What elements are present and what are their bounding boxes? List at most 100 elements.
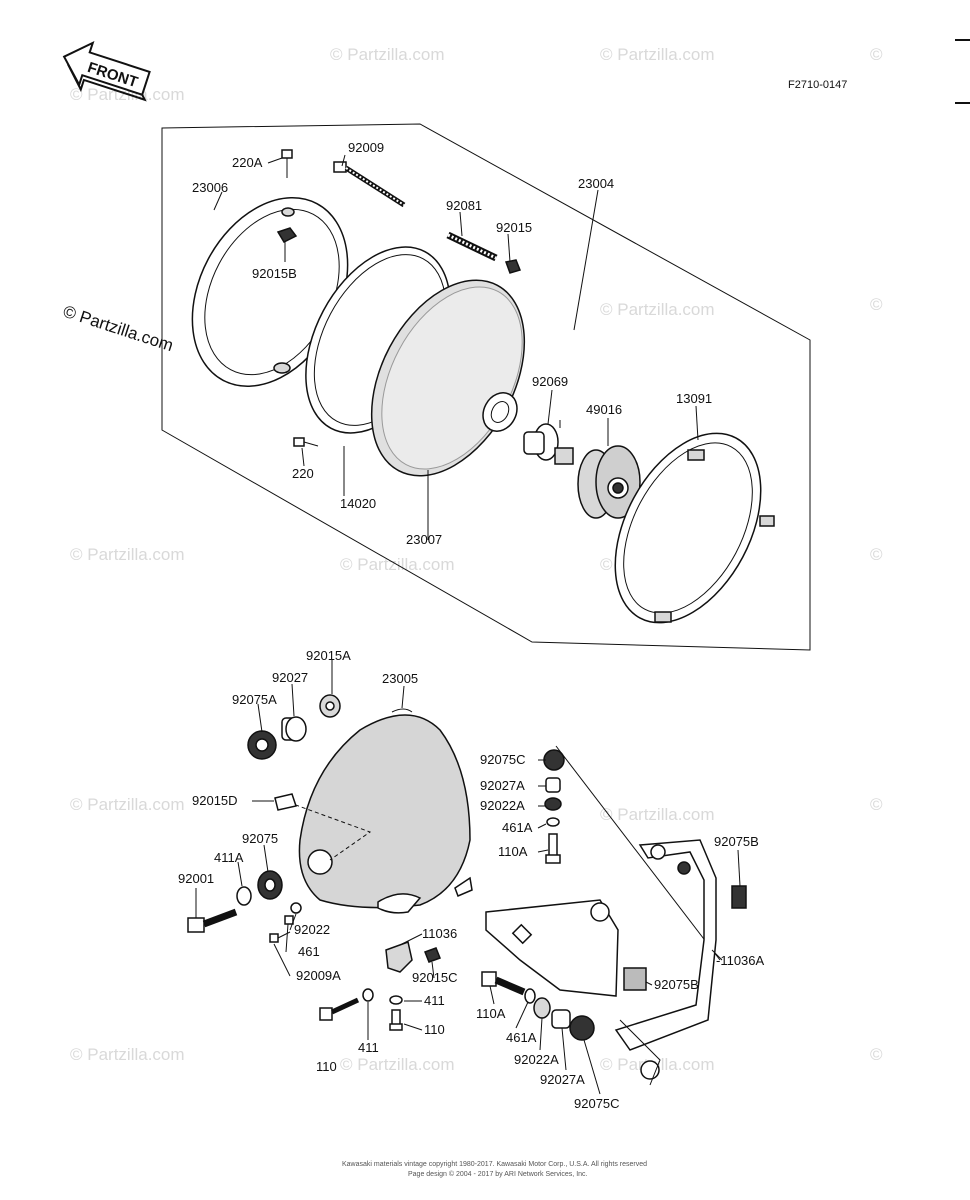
part-label: 92022 [294, 922, 330, 937]
bulb-92069 [523, 420, 574, 465]
guide-line [555, 745, 721, 961]
part-label: 92081 [446, 198, 482, 213]
part-label: 92009A [296, 968, 341, 983]
boot-49016 [577, 445, 641, 519]
bolt-110 [389, 1009, 403, 1031]
part-label: 92015D [192, 793, 238, 808]
part-label: 461A [506, 1030, 537, 1045]
washer-92022a-b [533, 997, 551, 1019]
part-label: 23007 [406, 532, 442, 547]
part-label: 92009 [348, 140, 384, 155]
screw-461 [284, 915, 294, 925]
part-label: 92015 [496, 220, 532, 235]
watermark: © Partzilla.com [70, 545, 185, 564]
watermark: © Partzilla.com [70, 795, 185, 814]
pad-92075b [731, 885, 747, 909]
part-label: 92075C [480, 752, 526, 767]
watermark: © [870, 45, 883, 64]
part-label: 49016 [586, 402, 622, 417]
part-label: 92022A [514, 1052, 559, 1067]
grommet-92075a [247, 730, 277, 760]
part-label: 110A [498, 844, 528, 859]
part-label: 461A [502, 820, 533, 835]
part-label: 11036 [422, 926, 457, 941]
part-label: 92075A [232, 692, 277, 707]
part-label: 411A [214, 850, 244, 865]
watermark: © Partzilla.com [600, 300, 715, 319]
washer-461a-b [524, 988, 536, 1004]
part-labels: 92009 220A 23006 23004 92081 92015 92015… [178, 140, 765, 1111]
pad-92075b-b [623, 967, 647, 991]
footer-copyright: Kawasaki materials vintage copyright 198… [342, 1161, 647, 1168]
nut-92015a [319, 694, 341, 718]
part-label: 220A [232, 155, 263, 170]
part-label: 110A [476, 1006, 506, 1021]
headlight-housing-23005 [298, 708, 473, 914]
part-label: 92022A [480, 798, 525, 813]
nut-92015 [504, 259, 522, 274]
watermark: © Partzilla.com [70, 1045, 185, 1064]
screw-220 [293, 437, 319, 447]
part-label: 92015B [252, 266, 297, 281]
part-label: 110 [424, 1022, 445, 1037]
bolt-92001 [187, 908, 238, 933]
watermark: © Partzilla.com [600, 45, 715, 64]
washer-92022 [290, 902, 302, 914]
watermark-dark: © Partzilla.com [61, 302, 176, 355]
footer-design: Page design © 2004 - 2017 by ARI Network… [408, 1170, 588, 1178]
part-label: 92075B [654, 977, 699, 992]
headlight-lens-23007 [370, 279, 526, 477]
part-label: 92027 [272, 670, 308, 685]
bolt-92009 [333, 161, 406, 208]
watermark: © Partzilla.com [340, 1055, 455, 1074]
part-label: 23004 [578, 176, 614, 191]
watermark: © [870, 1045, 883, 1064]
watermark: © [870, 545, 883, 564]
mount-ring-13091 [614, 432, 775, 624]
spring-92081 [446, 231, 498, 262]
bolt-110-b [319, 997, 360, 1021]
part-label: 110 [316, 1059, 337, 1074]
bracket-11036 [385, 941, 413, 973]
washer-411-b [362, 988, 374, 1002]
part-label: 23006 [192, 180, 228, 195]
part-label: 92015C [412, 970, 458, 985]
leader-lines [195, 154, 741, 1095]
screw-92009a [269, 931, 291, 943]
part-label: 92001 [178, 871, 214, 886]
front-arrow-icon: FRONT [62, 40, 151, 102]
part-label: 23005 [382, 671, 418, 686]
part-label: 92015A [306, 648, 351, 663]
stay-11036a [614, 839, 717, 1086]
part-label: 13091 [676, 391, 712, 406]
bracket-plate [485, 899, 619, 997]
part-label: 92075B [714, 834, 759, 849]
watermark: © Partzilla.com [600, 805, 715, 824]
part-label: 92027A [540, 1072, 585, 1087]
nut-92015b [276, 227, 298, 243]
spacer-92027a-b [551, 1009, 571, 1029]
part-label: 411 [424, 993, 445, 1008]
watermark: © [870, 795, 883, 814]
part-label: 92075 [242, 831, 278, 846]
screw-220a [281, 149, 293, 178]
grommet-92075 [257, 870, 283, 900]
part-label: 411 [358, 1040, 379, 1055]
part-label: -11036A [716, 953, 765, 968]
clip-92015d [274, 793, 297, 811]
part-label: 92075C [574, 1096, 620, 1111]
bolt-110a-b [481, 971, 526, 996]
spacer-92027 [281, 716, 307, 742]
part-label: 461 [298, 944, 320, 959]
part-label: 14020 [340, 496, 376, 511]
assembly-23004-box [161, 123, 811, 651]
washer-411 [389, 995, 403, 1005]
stack-92075c [543, 749, 565, 864]
diagram-code: F2710-0147 [788, 79, 847, 91]
part-label: 92027A [480, 778, 525, 793]
guide-line [281, 799, 372, 861]
watermark: © Partzilla.com [330, 45, 445, 64]
watermark: © [870, 295, 883, 314]
part-label: 92069 [532, 374, 568, 389]
